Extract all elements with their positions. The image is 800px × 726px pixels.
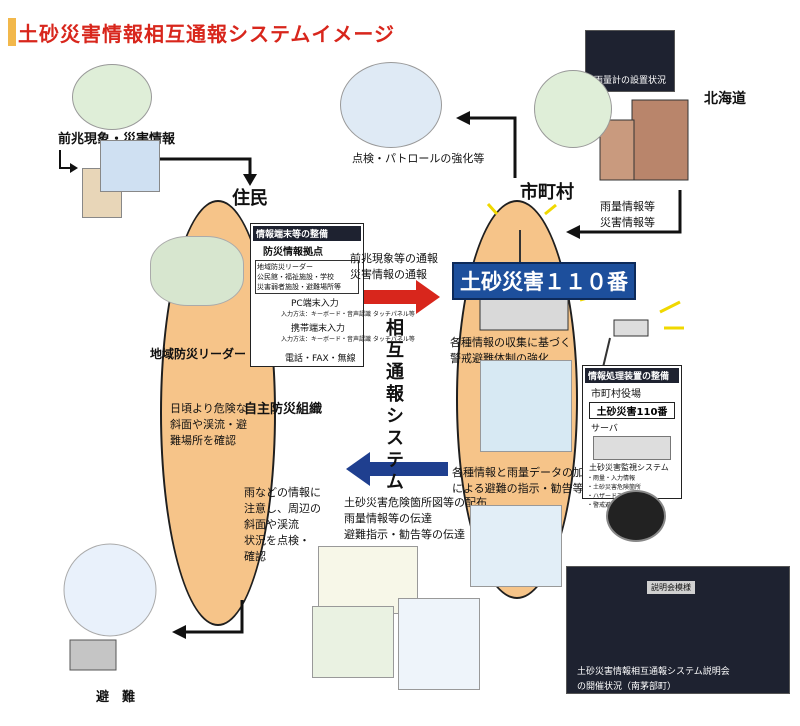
arrow-right-text-0: 前兆現象等の通報	[350, 252, 438, 265]
evacuation-building	[69, 639, 117, 671]
residents-label: 住民	[232, 188, 268, 209]
terminals-title: 情報端末等の整備	[253, 226, 361, 241]
server-icon	[593, 436, 671, 460]
rain-attention-0: 雨などの情報に	[244, 486, 321, 499]
process-text-0: 各種情報と雨量データの加工	[452, 466, 595, 479]
monitoring-label: 土砂災害監視システム	[589, 463, 669, 472]
center-banner: 土砂災害１１０番	[452, 262, 636, 300]
weather-scene	[72, 64, 152, 130]
arrowhead-municipality	[566, 225, 580, 239]
landslide-scene	[150, 236, 244, 306]
self-defense-label: 自主防災組織	[244, 402, 323, 417]
arrowhead-patrol	[456, 111, 470, 125]
evacuation-label: 避 難	[96, 690, 136, 705]
process-text-1: による避難の指示・勧告等	[452, 482, 584, 495]
monitoring-note-1: ・土砂災害危険箇所	[587, 484, 642, 491]
title-accent-bar	[8, 18, 16, 46]
mobile-input-note: 入力方法：キーボード・音声認識 タッチパネル等	[281, 336, 415, 343]
briefing-caption-0: 土砂災害情報相互通報システム説明会	[573, 663, 734, 678]
rain-attention-1: 注意し、周辺の	[244, 502, 321, 515]
connector-precursor-inner	[59, 150, 72, 169]
rain-gauge-scene	[534, 70, 612, 148]
hokkaido-building	[631, 99, 689, 181]
daily-check-0: 日頃より危険な	[170, 402, 247, 415]
daily-check-1: 斜面や渓流・避	[170, 418, 247, 431]
disaster-point-label: 防災情報拠点	[263, 247, 323, 258]
hokkaido-label: 北海道	[704, 91, 746, 107]
evacuation-thought-bubble	[63, 543, 157, 637]
monitoring-note-0: ・雨量・入力情報	[587, 475, 636, 482]
patrol-scene	[340, 62, 442, 148]
patrol-label: 点検・パトロールの強化等	[352, 152, 485, 165]
blue-arrow-shaft	[368, 462, 448, 476]
diagram-title: 土砂災害情報相互通報システムイメージ	[18, 22, 395, 46]
connector-precursor-residents	[160, 157, 252, 176]
rain-info-0: 雨量情報等	[600, 200, 655, 213]
terminal-item-1: 公民館・福祉施設・学校	[257, 273, 334, 281]
arrow-left-text-1: 雨量情報等の伝達	[344, 512, 432, 525]
connector-municipality-patrol	[468, 116, 517, 178]
phone-fax-label: 電話・FAX・無線	[285, 354, 356, 364]
collect-text-0: 各種情報の収集に基づく	[450, 336, 571, 349]
phone-booth-icon	[100, 140, 160, 192]
briefing-small-label: 説明会模様	[647, 581, 695, 594]
rain-attention-2: 斜面や渓流	[244, 518, 299, 531]
bottom-scene-town	[398, 598, 480, 690]
mutual-system-label: 相互通報システム	[383, 318, 404, 494]
rain-attention-3: 状況を点検・	[244, 534, 310, 547]
rain-gauge-label: 雨量計の設置状況	[590, 72, 671, 87]
monitor-zoom-circle	[606, 490, 666, 542]
server-label: サーバ	[591, 424, 618, 434]
processing-banner: 土砂災害110番	[589, 402, 675, 419]
bottom-scene-house	[312, 606, 394, 678]
processing-title: 情報処理装置の整備	[585, 368, 679, 383]
mobile-input-label: 携帯端末入力	[291, 324, 346, 334]
connector-hokkaido-municipality	[576, 190, 682, 234]
pc-input-label: PC端末入力	[291, 299, 339, 309]
arrowhead-inner	[70, 163, 78, 173]
municipality-label: 市町村	[520, 182, 574, 203]
briefing-scene	[470, 505, 562, 587]
monitoring-room-scene	[480, 360, 572, 452]
arrow-right-text-1: 災害情報の通報	[350, 268, 427, 281]
arrowhead-residents	[243, 174, 257, 186]
processing-box: 情報処理装置の整備 市町村役場 土砂災害110番 サーバ 土砂災害監視システム …	[582, 365, 682, 509]
briefing-caption-1: の開催状況（南茅部町）	[573, 678, 734, 693]
connector-residents-evacuation	[182, 600, 244, 634]
arrowhead-evacuation	[172, 625, 186, 639]
arrow-left-text-0: 土砂災害危険箇所図等の配布	[344, 496, 487, 509]
daily-check-2: 難場所を確認	[170, 434, 236, 447]
pc-input-note: 入力方法：キーボード・音声認識 タッチパネル等	[281, 311, 415, 318]
monitoring-note-2: ・ハザードマップ	[587, 493, 636, 500]
arrow-left-text-2: 避難指示・勧告等の伝達	[344, 528, 465, 541]
terminals-box: 情報端末等の整備 防災情報拠点 地域防災リーダー 公民館・福祉施設・学校 災害弱…	[250, 223, 415, 367]
processing-office: 市町村役場	[591, 389, 641, 400]
terminal-item-0: 地域防災リーダー	[257, 263, 313, 271]
terminal-item-2: 災害弱者施設・避難場所等	[257, 283, 341, 291]
speaker-icon	[613, 319, 649, 337]
briefing-photo: 説明会模様 土砂災害情報相互通報システム説明会 の開催状況（南茅部町）	[566, 566, 790, 694]
blue-arrowhead	[346, 452, 370, 486]
rain-attention-4: 確認	[244, 550, 266, 563]
rain-info-1: 災害情報等	[600, 216, 655, 229]
red-arrowhead	[416, 280, 440, 314]
local-leader-label: 地域防災リーダー	[150, 347, 247, 361]
